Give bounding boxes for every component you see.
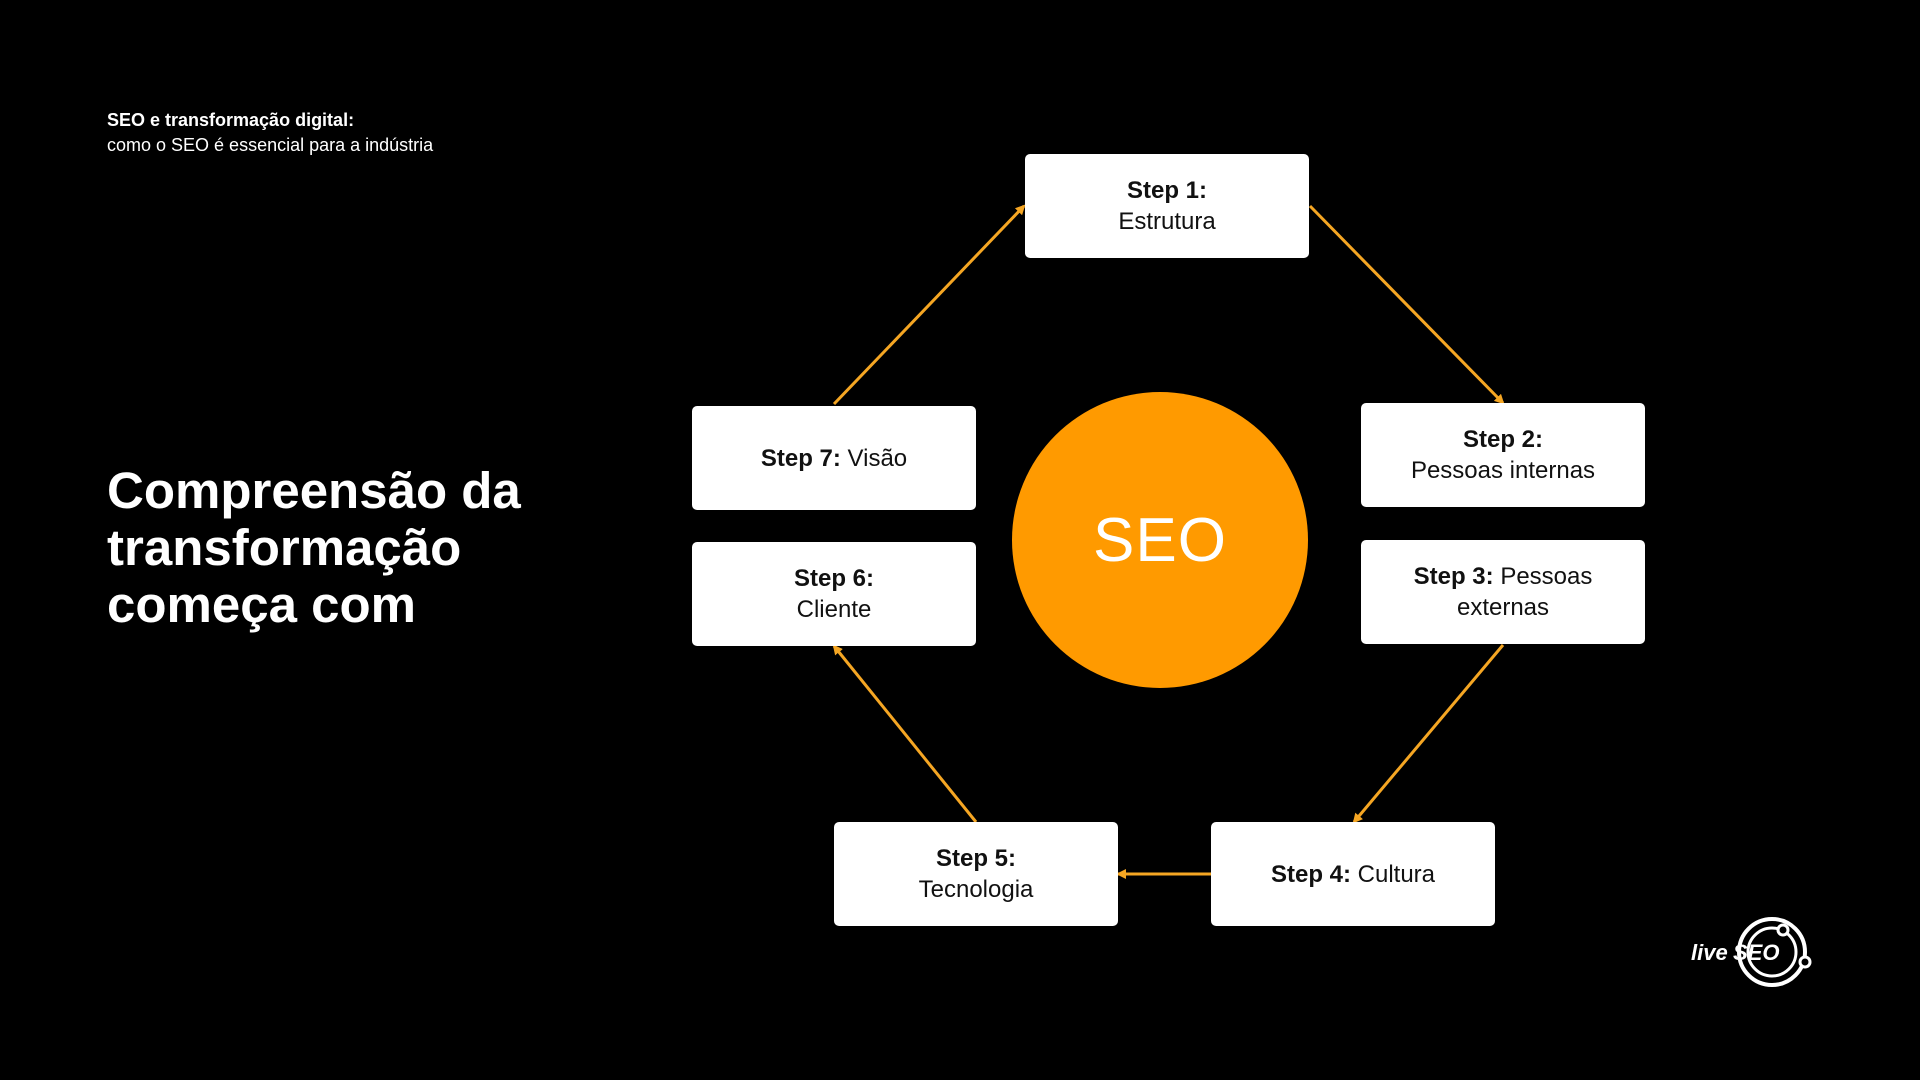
step-2-label: Step 2: <box>1462 426 1543 453</box>
step-4-label: Step 4: <box>1270 860 1358 888</box>
step-6-label: Step 6: <box>793 565 874 592</box>
logo-orbit-icon <box>1737 917 1807 987</box>
logo-text-seo: SEO <box>1733 940 1779 965</box>
slide-subtitle: SEO e transformação digital: como o SEO … <box>107 108 433 158</box>
subtitle-bold: SEO e transformação digital: <box>107 110 355 130</box>
arrow-step5-to-step6 <box>832 644 978 823</box>
logo-orbit-inner <box>1746 926 1798 978</box>
step-box-4: Step 4: Cultura <box>1211 822 1495 926</box>
step-1-text: Estrutura <box>1118 208 1216 235</box>
step-3-label: Step 3: <box>1413 563 1501 590</box>
step-box-1: Step 1: Estrutura <box>1025 154 1309 258</box>
logo-orbit-dot-right <box>1798 955 1812 969</box>
step-7-text: Visão <box>847 444 908 472</box>
arrow-step7-to-step1 <box>832 204 1026 406</box>
step-2-text: Pessoas internas <box>1410 457 1596 484</box>
step-6-text: Cliente <box>796 596 872 623</box>
step-box-7: Step 7: Visão <box>692 406 976 510</box>
step-box-5: Step 5: Tecnologia <box>834 822 1118 926</box>
liveseo-logo: live SEO <box>1691 917 1812 987</box>
arrow-step3-to-step4 <box>1352 644 1505 824</box>
logo-text-live: live <box>1691 940 1728 965</box>
seo-circle: SEO <box>1012 392 1308 688</box>
headline-line-2: transformação <box>107 519 462 576</box>
step-7-label: Step 7: <box>760 444 848 472</box>
logo-orbit-dot-top <box>1776 923 1790 937</box>
arrow-step1-to-step2 <box>1308 204 1505 405</box>
step-3-text: Pessoas externas <box>1456 563 1593 621</box>
step-box-6: Step 6: Cliente <box>692 542 976 646</box>
subtitle-regular: como o SEO é essencial para a indústria <box>107 135 434 155</box>
headline: Compreensão da transformação começa com <box>107 462 627 633</box>
seo-circle-label: SEO <box>1093 505 1227 575</box>
step-5-text: Tecnologia <box>918 876 1034 903</box>
headline-line-1: Compreensão da <box>107 462 521 519</box>
step-4-text: Cultura <box>1357 860 1436 888</box>
step-box-3: Step 3: Pessoas externas <box>1361 540 1645 644</box>
step-5-label: Step 5: <box>935 845 1016 872</box>
step-box-2: Step 2: Pessoas internas <box>1361 403 1645 507</box>
headline-line-3: começa com <box>107 576 416 633</box>
step-1-label: Step 1: <box>1126 177 1207 204</box>
